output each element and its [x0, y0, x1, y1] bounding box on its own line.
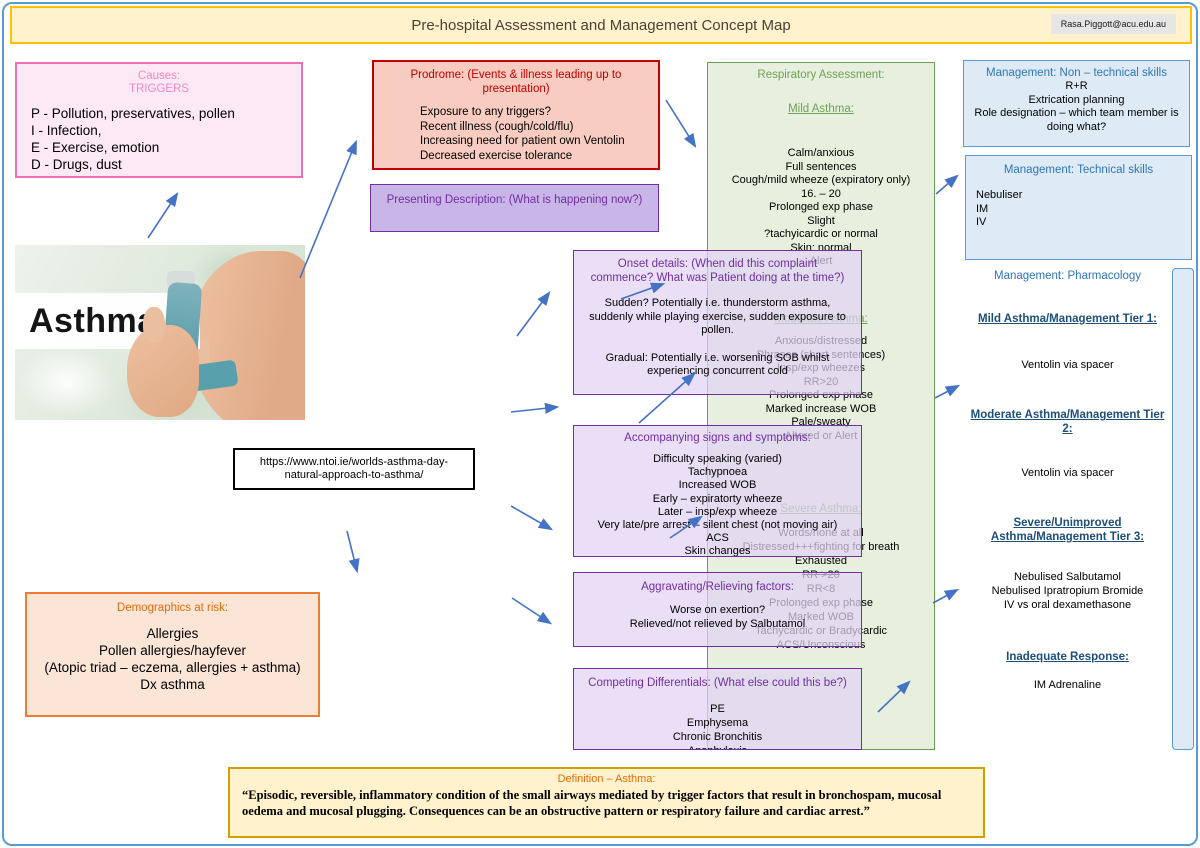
pharm-inadequate-response-heading: Inadequate Response: — [1006, 651, 1129, 663]
pharm-tier2-list: Ventolin via spacer — [1021, 467, 1114, 479]
reference-link[interactable]: https://www.ntoi.ie/worlds-asthma-day-na… — [259, 455, 449, 482]
causes-heading-line2: TRIGGERS — [128, 83, 190, 95]
arrow-image-to-prodrome — [299, 139, 357, 279]
arrow-to-onset-bottom — [510, 402, 560, 414]
onset-sudden-text: Sudden? Potentially i.e. thunderstorm as… — [589, 297, 846, 336]
aggravating-factors-box: Aggravating/Relieving factors: Worse on … — [573, 572, 862, 647]
pharmacology-side-panel — [1172, 268, 1194, 750]
arrow-respiratory-to-tier3 — [932, 588, 960, 604]
causes-heading: Causes: TRIGGERS — [17, 64, 301, 96]
asthma-label: Asthma — [29, 301, 157, 340]
respiratory-assessment-heading: Respiratory Assessment: — [757, 69, 885, 81]
aggravating-factors-heading: Aggravating/Relieving factors: — [641, 581, 794, 593]
patient-thumb-graphic — [143, 307, 165, 343]
definition-heading: Definition – Asthma: — [557, 773, 656, 785]
patient-face-graphic — [189, 251, 305, 420]
management-non-technical-heading: Management: Non – technical skills — [986, 67, 1167, 79]
onset-details-box: Onset details: (When did this complaint … — [573, 250, 862, 395]
pharm-tier1-list: Ventolin via spacer — [1021, 359, 1114, 371]
arrow-url-down — [346, 530, 360, 574]
title-bar: Pre-hospital Assessment and Management C… — [10, 6, 1192, 44]
causes-box: Causes: TRIGGERS P - Pollution, preserva… — [15, 62, 303, 178]
prodrome-heading: Prodrome: (Events & illness leading up t… — [410, 69, 622, 95]
management-technical-heading: Management: Technical skills — [1003, 164, 1154, 176]
arrow-to-accompanying — [510, 505, 554, 531]
management-pharmacology-section: Management: Pharmacology Mild Asthma/Man… — [965, 270, 1170, 755]
arrow-respiratory-to-technical — [935, 174, 959, 195]
prodrome-box: Prodrome: (Events & illness leading up t… — [372, 60, 660, 170]
pharm-tier1-heading: Mild Asthma/Management Tier 1: — [978, 313, 1157, 325]
arrow-image-to-causes — [147, 191, 179, 239]
demographics-heading: Demographics at risk: — [116, 602, 229, 614]
competing-differentials-box: Competing Differentials: (What else coul… — [573, 668, 862, 750]
definition-text: “Episodic, reversible, inflammatory cond… — [242, 788, 942, 818]
page-title: Pre-hospital Assessment and Management C… — [411, 16, 791, 34]
arrow-to-aggravating — [511, 597, 553, 625]
accompanying-signs-heading: Accompanying signs and symptoms: — [624, 432, 811, 444]
pharm-tier3-heading: Severe/Unimproved Asthma/Management Tier… — [990, 517, 1145, 543]
management-pharmacology-heading: Management: Pharmacology — [993, 270, 1142, 282]
author-email-badge: Rasa.Piggott@acu.edu.au — [1050, 14, 1176, 34]
competing-differentials-heading: Competing Differentials: (What else coul… — [588, 677, 847, 689]
causes-heading-line1: Causes: — [137, 70, 181, 82]
asthma-photo: Asthma — [15, 245, 305, 420]
pharm-inadequate-response-list: IM Adrenaline — [1033, 679, 1102, 691]
presenting-description-heading: Presenting Description: (What is happeni… — [386, 194, 643, 206]
patient-hand-graphic — [127, 325, 199, 417]
mild-asthma-heading: Mild Asthma: — [788, 103, 854, 115]
aggravating-factors-list: Worse on exertion?Relieved/not relieved … — [629, 604, 806, 630]
pharm-tier2-heading: Moderate Asthma/Management Tier 2: — [970, 409, 1165, 435]
prodrome-list: Exposure to any triggers?Recent illness … — [420, 106, 625, 162]
definition-box: Definition – Asthma: “Episodic, reversib… — [228, 767, 985, 838]
reference-link-box: https://www.ntoi.ie/worlds-asthma-day-na… — [233, 448, 475, 490]
presenting-description-box: Presenting Description: (What is happeni… — [370, 184, 659, 232]
onset-gradual-text: Gradual: Potentially i.e. worsening SOB … — [605, 351, 830, 378]
accompanying-signs-box: Accompanying signs and symptoms: Difficu… — [573, 425, 862, 557]
onset-details-heading: Onset details: (When did this complaint … — [590, 258, 845, 284]
arrow-prodrome-to-respiratory — [665, 99, 697, 149]
arrow-respiratory-to-tier1 — [934, 384, 961, 399]
arrow-to-onset — [516, 291, 551, 337]
